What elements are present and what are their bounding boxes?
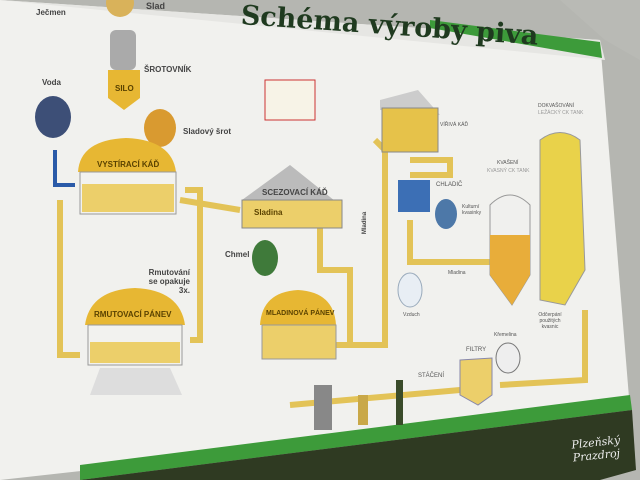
green-stripe-bottom bbox=[80, 395, 632, 480]
label-cooler: CHLADIČ bbox=[436, 182, 463, 188]
wort-pan-dome bbox=[260, 290, 336, 325]
water-image bbox=[35, 96, 71, 138]
mash-pan-dome bbox=[85, 288, 185, 325]
label-barley: Ječmen bbox=[36, 8, 66, 17]
yeast-image bbox=[435, 199, 457, 229]
label-yeast-removal: Odčerpání použitých kvasnic bbox=[538, 312, 562, 330]
label-mash-pan: RMUTOVACÍ PÁNEV bbox=[94, 310, 172, 319]
cooler-image bbox=[398, 180, 430, 212]
pilsner-logo bbox=[264, 79, 316, 121]
lager-tank bbox=[539, 132, 586, 306]
mash-pan-burner bbox=[90, 368, 182, 395]
dark-footer bbox=[80, 410, 636, 480]
silo-shape bbox=[108, 70, 140, 110]
label-kieselguhr: Křemelina bbox=[494, 332, 517, 338]
label-wort-pan: MLADINOVÁ PÁNEV bbox=[266, 310, 335, 317]
label-maturation: DOKVAŠOVÁNÍ bbox=[538, 103, 575, 109]
label-lager-tank: LEŽÁCKÝ CK TANK bbox=[538, 110, 584, 116]
kieselguhr-image bbox=[495, 342, 521, 374]
label-wort-vertical: Mladina bbox=[362, 211, 369, 235]
label-malt: Slad bbox=[146, 1, 166, 11]
malt-image bbox=[106, 0, 134, 17]
label-fermentation-tank: KVASNÝ CK TANK bbox=[487, 168, 530, 174]
label-whirlpool: VÍŘIVÁ KÁĎ bbox=[440, 122, 469, 128]
hops-image bbox=[252, 240, 278, 276]
bottle-icon bbox=[396, 380, 403, 425]
lauter-tun bbox=[241, 199, 343, 229]
label-bottling: STÁČENÍ bbox=[418, 373, 445, 379]
lauter-tun-roof bbox=[242, 165, 340, 205]
label-malt-grist: Sladový šrot bbox=[183, 127, 232, 136]
label-yeast: Kulturní kvasinky bbox=[462, 204, 482, 216]
mill-rollers bbox=[110, 30, 136, 70]
mash-tun-dome bbox=[78, 138, 176, 172]
can-icon bbox=[358, 395, 368, 425]
label-wort: Mladina bbox=[448, 270, 466, 276]
label-air: Vzduch bbox=[403, 312, 420, 318]
keg-icon bbox=[314, 385, 332, 430]
green-stripe-top bbox=[430, 20, 602, 58]
label-filters: FILTRY bbox=[466, 347, 487, 353]
malt-grist-image bbox=[144, 109, 176, 147]
label-mill: ŠROTOVNÍK bbox=[144, 65, 192, 74]
air-image bbox=[397, 272, 423, 308]
label-mash-tun: VYSTÍRACÍ KÁĎ bbox=[97, 160, 160, 169]
whirlpool bbox=[381, 107, 439, 153]
label-water: Voda bbox=[42, 78, 61, 87]
label-hops: Chmel bbox=[225, 250, 250, 259]
label-silo: SILO bbox=[115, 84, 134, 93]
water-pipe bbox=[53, 150, 75, 187]
label-lauter-tun: SCEZOVACÍ KÁĎ bbox=[262, 188, 328, 197]
label-mash-note: Rmutování se opakuje 3x. bbox=[148, 268, 190, 295]
label-sweet-wort: Sladina bbox=[254, 208, 283, 217]
filter-tank bbox=[459, 357, 493, 406]
label-fermentation: KVAŠENÍ bbox=[497, 160, 519, 166]
